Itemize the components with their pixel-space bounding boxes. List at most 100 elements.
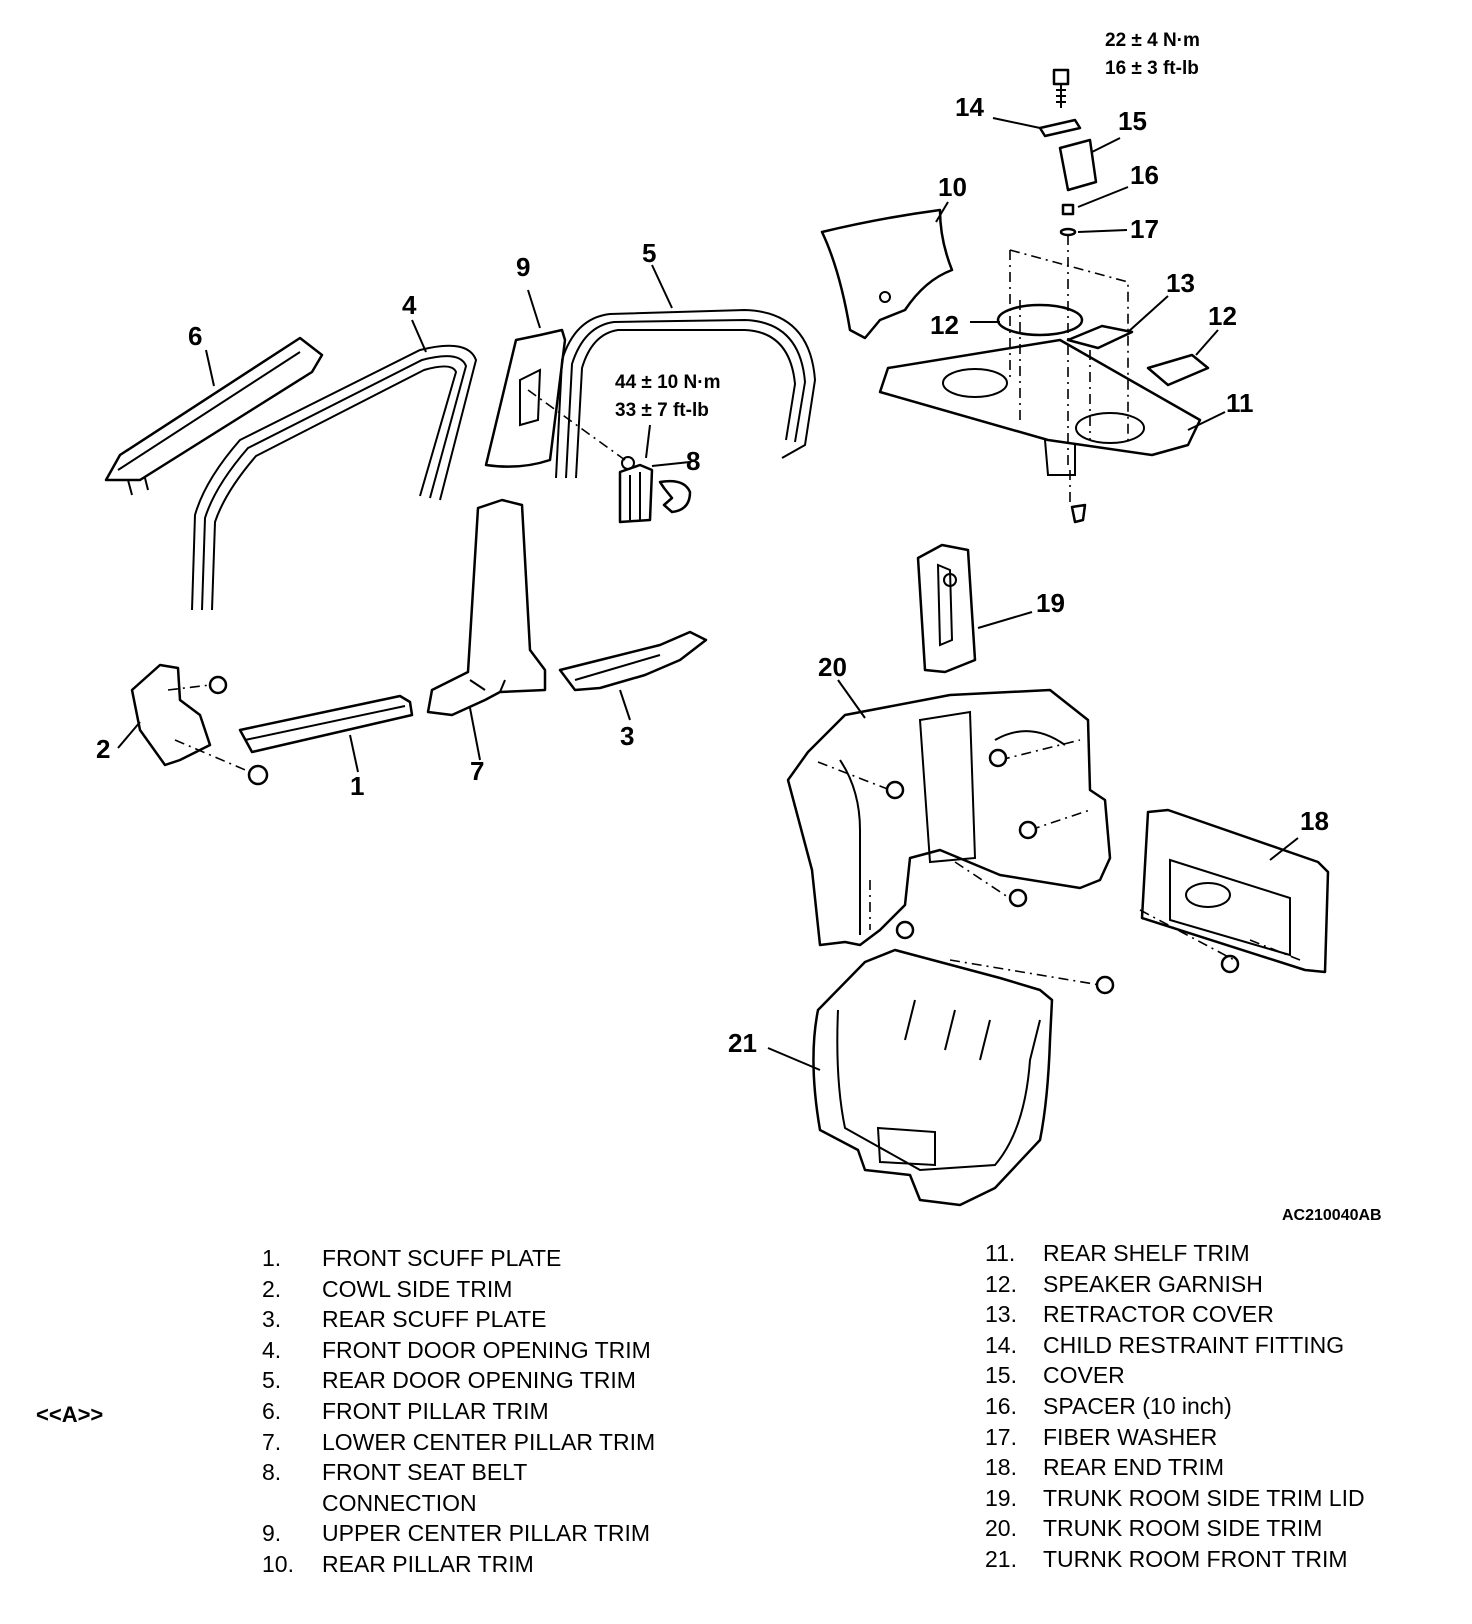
leader-6	[205, 349, 215, 387]
dash-belt-to-pillar	[527, 389, 626, 461]
legend-item: 5.REAR DOOR OPENING TRIM	[262, 1367, 636, 1394]
legend-item: 8.FRONT SEAT BELT	[262, 1459, 528, 1486]
callout-17: 17	[1130, 214, 1159, 244]
leader-15	[1091, 137, 1121, 153]
part-spacer	[1061, 203, 1075, 216]
callout-21: 21	[728, 1028, 757, 1058]
legend-item: 18.REAR END TRIM	[985, 1454, 1225, 1481]
dash-front-trim	[949, 959, 1101, 986]
legend-item: 4.FRONT DOOR OPENING TRIM	[262, 1336, 651, 1363]
callout-15: 15	[1118, 106, 1147, 136]
legend-right: 11.REAR SHELF TRIM 12.SPEAKER GARNISH 13…	[985, 1238, 1365, 1575]
leader-7	[469, 707, 481, 761]
legend-item: 11.REAR SHELF TRIM	[985, 1240, 1250, 1266]
callout-3: 3	[620, 721, 634, 751]
legend-item: 21.TURNK ROOM FRONT TRIM	[985, 1545, 1348, 1572]
legend-item: 17.FIBER WASHER	[985, 1423, 1218, 1450]
callout-13: 13	[1166, 268, 1195, 298]
leader-14	[992, 117, 1041, 129]
leader-13	[1127, 295, 1169, 333]
part-trunk-side-trim	[786, 688, 1112, 947]
leader-20	[837, 679, 866, 719]
legend-item: 14.CHILD RESTRAINT FITTING	[985, 1331, 1345, 1358]
part-trunk-front-trim	[812, 948, 1054, 1207]
legend-item: 10.REAR PILLAR TRIM	[262, 1550, 534, 1577]
legend-left: 1.FRONT SCUFF PLATE 2.COWL SIDE TRIM 3.R…	[262, 1243, 655, 1580]
leader-1	[349, 734, 359, 773]
part-cowl-side-trim	[130, 663, 269, 786]
callout-12-right: 12	[1208, 301, 1237, 331]
legend-item: 19.TRUNK ROOM SIDE TRIM LID	[985, 1484, 1365, 1511]
part-front-scuff-plate	[238, 694, 414, 754]
legend-item: 6.FRONT PILLAR TRIM	[262, 1397, 549, 1424]
legend-item: 15.COVER	[985, 1362, 1125, 1389]
part-bolt	[1052, 68, 1070, 108]
callout-7: 7	[470, 756, 484, 786]
leader-11	[1187, 411, 1226, 431]
legend-item: 12.SPEAKER GARNISH	[985, 1270, 1263, 1297]
dash-side-trim-screws	[817, 739, 1091, 930]
leader-16	[1077, 186, 1129, 208]
callout-11: 11	[1226, 388, 1254, 418]
legend-item: 1.FRONT SCUFF PLATE	[262, 1245, 562, 1271]
leader-2	[117, 721, 141, 749]
callout-2: 2	[96, 734, 110, 764]
callout-20: 20	[818, 652, 847, 682]
torque-a-line1: 22 ± 4 N·m	[1105, 30, 1200, 51]
part-cover	[1058, 138, 1098, 192]
callout-12-left: 12	[930, 310, 959, 340]
leader-torque-b	[645, 424, 651, 459]
callout-4: 4	[402, 290, 417, 320]
callout-6: 6	[188, 321, 202, 351]
part-speaker-garnish-right	[1146, 353, 1210, 387]
figure-id: AC210040AB	[1282, 1207, 1382, 1224]
leader-3	[619, 689, 631, 721]
legend-item: 3.REAR SCUFF PLATE	[262, 1306, 547, 1333]
legend-item: 20.TRUNK ROOM SIDE TRIM	[985, 1515, 1323, 1542]
part-rear-door-opening-trim	[555, 308, 817, 479]
leader-21	[767, 1047, 821, 1071]
part-rear-scuff-plate	[558, 630, 708, 692]
callout-19: 19	[1036, 588, 1065, 618]
marker-a: <<A>>	[36, 1402, 104, 1427]
leader-12-right	[1195, 329, 1219, 356]
leader-4	[411, 319, 427, 353]
torque-b-line2: 33 ± 7 ft-lb	[615, 400, 709, 421]
torque-a-line2: 16 ± 3 ft-lb	[1105, 58, 1199, 79]
part-trunk-side-trim-lid	[916, 543, 977, 674]
legend-item: CONNECTION	[322, 1489, 477, 1516]
callout-14: 14	[955, 92, 984, 122]
legend-item: 16.SPACER (10 inch)	[985, 1392, 1232, 1419]
torque-b-line1: 44 ± 10 N·m	[615, 372, 720, 393]
part-rear-pillar-trim	[820, 208, 954, 340]
part-rear-shelf-trim	[878, 338, 1202, 524]
leader-19	[977, 611, 1033, 629]
part-fiber-washer	[1059, 227, 1077, 237]
leader-5	[651, 264, 673, 309]
dash-end-trim-screws	[1139, 909, 1301, 963]
part-child-restraint-fitting	[1038, 118, 1082, 138]
exploded-parts-diagram: 22 ± 4 N·m 16 ± 3 ft-lb 44 ± 10 N·m 33 ±…	[96, 30, 1382, 1224]
part-upper-center-pillar-trim	[484, 328, 567, 468]
part-retractor-cover	[1066, 324, 1134, 350]
leader-10	[935, 201, 949, 223]
part-seat-belt-connection	[618, 456, 692, 524]
leader-9	[527, 289, 541, 329]
callout-9: 9	[516, 252, 530, 282]
legend-item: 13.RETRACTOR COVER	[985, 1301, 1274, 1328]
legend-item: 9.UPPER CENTER PILLAR TRIM	[262, 1520, 651, 1547]
leader-8	[651, 461, 691, 467]
dash-shelf-assembly	[1009, 235, 1129, 505]
part-front-door-opening-trim	[191, 344, 478, 611]
callout-16: 16	[1130, 160, 1159, 190]
dash-cowl-screw	[174, 739, 251, 773]
callout-10: 10	[938, 172, 967, 202]
leader-17	[1077, 229, 1128, 233]
dash-cowl-clip	[167, 684, 211, 691]
part-screws	[885, 748, 1240, 995]
callout-5: 5	[642, 238, 656, 268]
leader-18	[1269, 837, 1299, 861]
legend-item: 7.LOWER CENTER PILLAR TRIM	[262, 1428, 656, 1455]
part-front-pillar-trim	[104, 336, 324, 496]
part-speaker-garnish-left	[996, 303, 1084, 337]
